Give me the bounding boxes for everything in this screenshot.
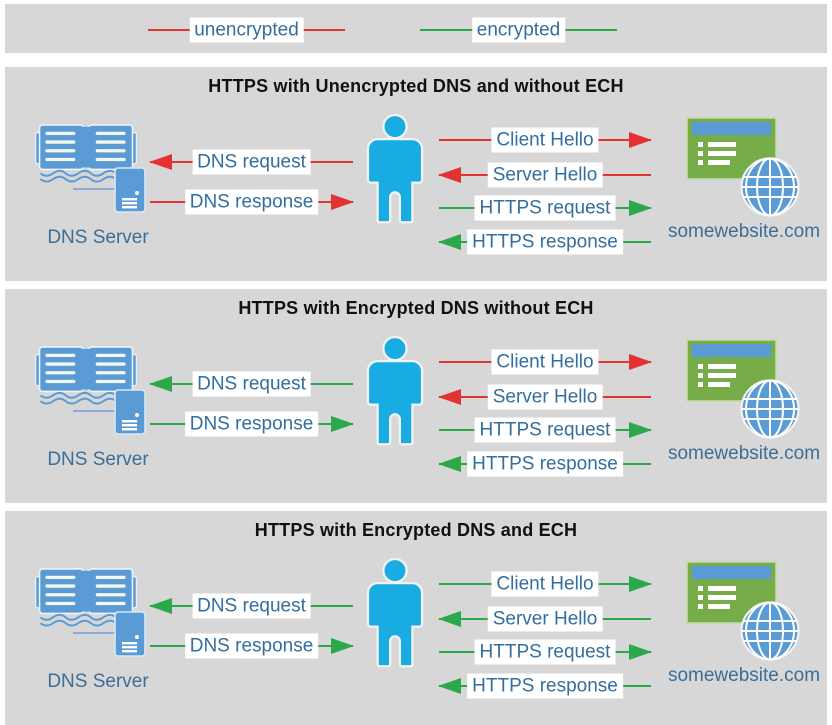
arrowhead-icon (629, 354, 652, 370)
panel-title: HTTPS with Unencrypted DNS and without E… (208, 76, 624, 96)
arrowhead-icon (438, 234, 461, 250)
dns-response-arrow: DNS response (150, 411, 354, 437)
client-hello-arrow: Client Hello (439, 571, 652, 597)
dns-response-arrow: DNS response (150, 633, 354, 659)
arrow-label: HTTPS request (474, 195, 616, 221)
arrowhead-icon (438, 389, 461, 405)
arrowhead-icon (438, 167, 461, 183)
https-request-arrow: HTTPS request (439, 639, 652, 665)
book-server-connector-line (73, 188, 117, 190)
server-hello-arrow: Server Hello (438, 162, 651, 188)
arrowhead-icon (629, 132, 652, 148)
arrowhead-icon (438, 611, 461, 627)
arrowhead-icon (149, 154, 172, 170)
dns-request-arrow: DNS request (149, 371, 353, 397)
arrowhead-icon (438, 456, 461, 472)
arrowhead-icon (629, 576, 652, 592)
arrowhead-icon (629, 644, 652, 660)
legend-bar: unencrypted encrypted (5, 4, 827, 53)
dns-server-label: DNS Server (47, 227, 149, 248)
globe-icon (740, 601, 800, 661)
arrow-label: DNS request (192, 149, 311, 175)
legend-item-unencrypted: unencrypted (148, 17, 345, 43)
server-icon (114, 611, 146, 657)
arrow-label: DNS request (192, 371, 311, 397)
arrow-label: Server Hello (487, 162, 603, 188)
arrow-label: DNS response (184, 633, 319, 659)
arrowhead-icon (331, 638, 354, 654)
dns-response-arrow: DNS response (150, 189, 354, 215)
https-request-arrow: HTTPS request (439, 417, 652, 443)
website-label: somewebsite.com (667, 443, 821, 464)
arrowhead-icon (149, 376, 172, 392)
book-server-connector-line (73, 632, 117, 634)
arrow-label: HTTPS response (467, 229, 623, 255)
panel-title: HTTPS with Encrypted DNS without ECH (238, 298, 594, 318)
open-book-icon (35, 346, 137, 405)
globe-icon (740, 379, 800, 439)
server-hello-arrow: Server Hello (438, 606, 651, 632)
arrowhead-icon (438, 678, 461, 694)
website-label: somewebsite.com (667, 221, 821, 242)
legend-item-encrypted: encrypted (420, 17, 617, 43)
client-hello-arrow: Client Hello (439, 349, 652, 375)
globe-icon (740, 157, 800, 217)
legend-label-unencrypted: unencrypted (189, 17, 304, 43)
arrow-label: HTTPS response (467, 451, 623, 477)
arrow-label: Server Hello (487, 606, 603, 632)
arrow-label: DNS request (192, 593, 311, 619)
dns-request-arrow: DNS request (149, 593, 353, 619)
open-book-icon (35, 568, 137, 627)
arrowhead-icon (629, 200, 652, 216)
legend-label-encrypted: encrypted (471, 17, 566, 43)
arrowhead-icon (331, 416, 354, 432)
open-book-icon (35, 124, 137, 183)
arrow-label: HTTPS request (474, 639, 616, 665)
arrow-label: DNS response (184, 189, 319, 215)
website-icon (686, 117, 800, 217)
website-label: somewebsite.com (667, 665, 821, 686)
person-icon (366, 113, 424, 224)
dns-server-label: DNS Server (47, 671, 149, 692)
arrow-label: Client Hello (491, 127, 599, 153)
book-server-connector-line (73, 410, 117, 412)
person-icon (366, 335, 424, 446)
arrowhead-icon (331, 194, 354, 210)
website-icon (686, 561, 800, 661)
arrow-label: HTTPS response (467, 673, 623, 699)
dns-request-arrow: DNS request (149, 149, 353, 175)
client-hello-arrow: Client Hello (439, 127, 652, 153)
https-request-arrow: HTTPS request (439, 195, 652, 221)
panel-unencrypted-dns-no-ech: HTTPS with Unencrypted DNS and without E… (5, 67, 827, 281)
panel-encrypted-dns-no-ech: HTTPS with Encrypted DNS without ECH (5, 289, 827, 503)
dns-server-label: DNS Server (47, 449, 149, 470)
panel-title: HTTPS with Encrypted DNS and ECH (254, 520, 578, 540)
arrowhead-icon (149, 598, 172, 614)
https-response-arrow: HTTPS response (438, 451, 651, 477)
arrow-label: Client Hello (491, 349, 599, 375)
server-hello-arrow: Server Hello (438, 384, 651, 410)
arrow-label: Client Hello (491, 571, 599, 597)
website-icon (686, 339, 800, 439)
https-response-arrow: HTTPS response (438, 229, 651, 255)
person-icon (366, 557, 424, 668)
arrowhead-icon (629, 422, 652, 438)
panel-encrypted-dns-with-ech: HTTPS with Encrypted DNS and ECH D (5, 511, 827, 725)
https-response-arrow: HTTPS response (438, 673, 651, 699)
arrow-label: DNS response (184, 411, 319, 437)
server-icon (114, 167, 146, 213)
server-icon (114, 389, 146, 435)
arrow-label: Server Hello (487, 384, 603, 410)
arrow-label: HTTPS request (474, 417, 616, 443)
